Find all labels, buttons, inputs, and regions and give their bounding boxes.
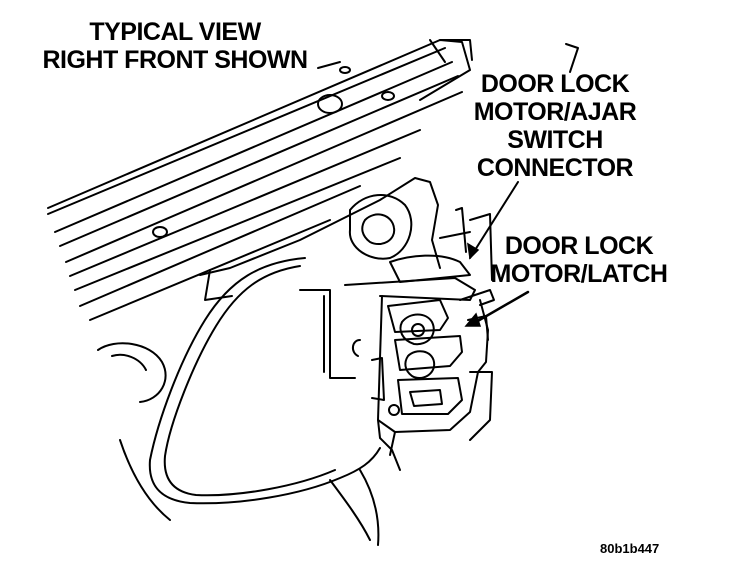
title-line-1: TYPICAL VIEW — [89, 18, 261, 46]
callout-line: MOTOR/AJAR — [473, 98, 637, 126]
callout-arrowheads — [464, 242, 482, 327]
arrowhead-motor-latch — [464, 312, 482, 327]
callout-door-lock-motor-ajar-switch-connector: DOOR LOCK MOTOR/AJAR SWITCH CONNECTOR — [460, 70, 650, 182]
arrowhead-ajar-connector — [467, 242, 480, 260]
door-access-opening — [119, 257, 381, 546]
diagram-title: TYPICAL VIEW RIGHT FRONT SHOWN — [20, 18, 330, 74]
callout-line: CONNECTOR — [476, 154, 634, 182]
title-line-2: RIGHT FRONT SHOWN — [42, 46, 308, 74]
callout-leader-lines — [317, 43, 579, 324]
figure-id: 80b1b447 — [600, 541, 660, 556]
callout-line: SWITCH — [507, 126, 603, 154]
door-lock-latch-assembly — [344, 207, 495, 471]
callout-line: DOOR LOCK — [480, 70, 630, 98]
callout-door-lock-motor-latch: DOOR LOCK MOTOR/LATCH — [486, 232, 672, 288]
window-frame-rails — [47, 39, 473, 321]
callout-line: MOTOR/LATCH — [490, 260, 668, 288]
callout-line: DOOR LOCK — [504, 232, 654, 260]
